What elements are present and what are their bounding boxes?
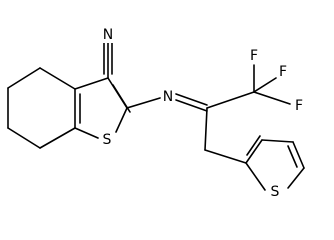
cyclohexene-ring-bonds bbox=[7, 67, 76, 149]
atom-labels: N N S S F F F bbox=[100, 27, 303, 200]
chemical-structure-diagram: N N S S F F F bbox=[7, 27, 305, 200]
imine-nitrogen-label: N bbox=[163, 89, 173, 105]
thiophene-s-halo bbox=[268, 184, 282, 200]
imine-n-halo bbox=[161, 89, 175, 105]
thiophene-sulfur-label: S bbox=[271, 184, 280, 200]
trifluoromethyl-bonds bbox=[206, 64, 291, 109]
nitrile-nitrogen-label: N bbox=[103, 27, 113, 43]
nitrile-bonds bbox=[103, 41, 113, 79]
bicyclic-thiophene-bonds bbox=[74, 77, 131, 139]
bicyclic-s-halo bbox=[100, 132, 114, 148]
bicyclic-sulfur-label: S bbox=[103, 132, 112, 148]
methylene-bridge-bonds bbox=[204, 107, 247, 164]
fluorine-top-right-label: F bbox=[279, 64, 287, 80]
nitrile-n-halo bbox=[101, 27, 115, 43]
fluorine-top-left-label: F bbox=[250, 48, 258, 64]
fluorine-right-label: F bbox=[295, 98, 303, 114]
structure-canvas: N N S S F F F bbox=[7, 27, 305, 200]
imine-bonds bbox=[126, 93, 208, 112]
thiophene-ring-bonds bbox=[245, 135, 305, 191]
